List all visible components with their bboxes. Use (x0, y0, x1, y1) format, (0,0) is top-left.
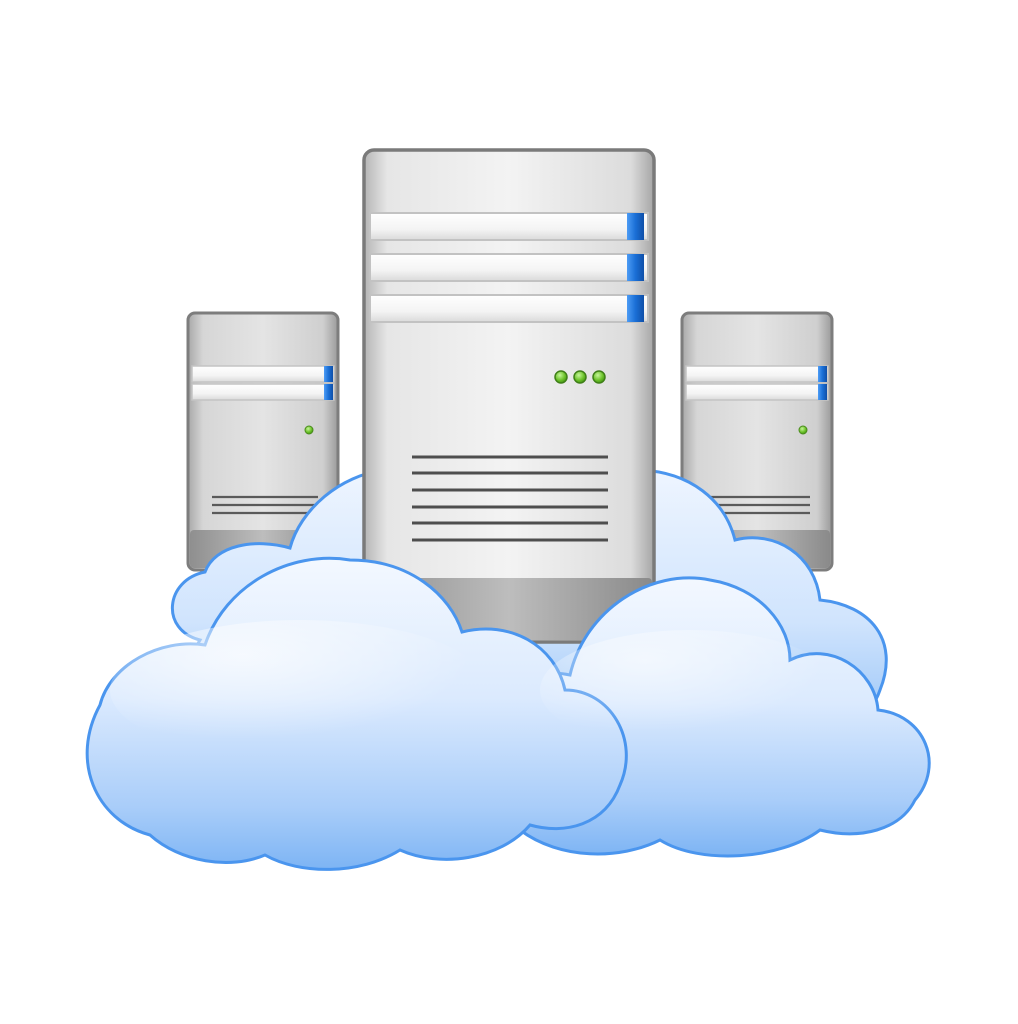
center-server-status-leds (554, 370, 606, 384)
right-server-status-led (798, 425, 808, 435)
left-server-status-led (304, 425, 314, 435)
front-clouds (85, 556, 931, 871)
center-server-vent-lines (412, 455, 608, 542)
center-server-drive-bays (369, 212, 649, 323)
left-server-vent-lines (212, 495, 318, 515)
right-server-drive-bays (685, 365, 829, 401)
center-server (362, 148, 656, 644)
left-server-drive-bays (191, 365, 335, 401)
